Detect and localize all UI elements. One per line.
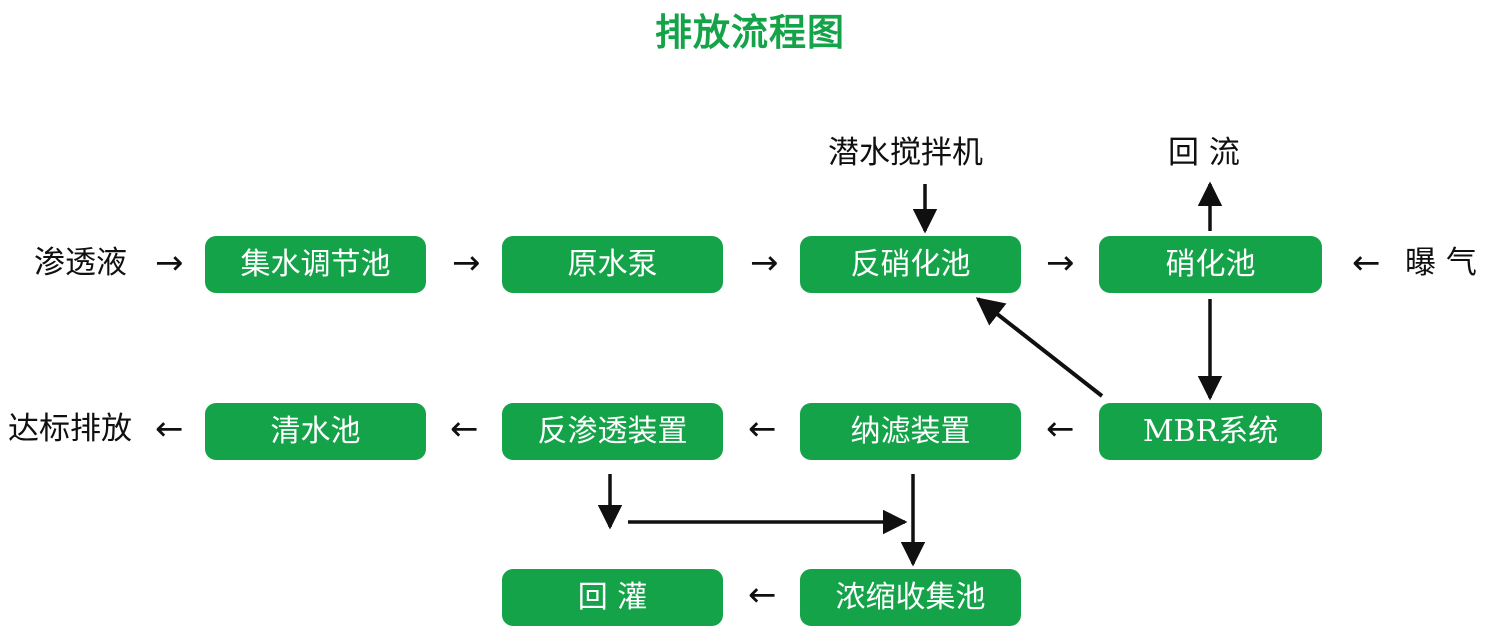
- edge-mbr-to-denitrification: [975, 297, 1104, 398]
- node-clean-water-tank[interactable]: 清水池: [205, 403, 426, 460]
- label-aeration: 曝 气: [1405, 245, 1477, 281]
- label-inflow: 渗透液: [34, 245, 127, 281]
- arrow-inflow-to-collection-tank: →: [155, 243, 184, 283]
- node-concentrate-collection-tank[interactable]: 浓缩收集池: [800, 569, 1021, 626]
- node-backfill[interactable]: 回 灌: [502, 569, 723, 626]
- arrow-concentrate-tank-to-backfill: ←: [748, 575, 777, 615]
- node-collection-tank[interactable]: 集水调节池: [205, 236, 426, 293]
- node-denitrification-tank[interactable]: 反硝化池: [800, 236, 1021, 293]
- arrow-raw-water-pump-to-denitrification-tank: →: [750, 243, 779, 283]
- node-raw-water-pump[interactable]: 原水泵: [502, 236, 723, 293]
- arrow-mbr-to-nanofiltration: ←: [1046, 409, 1075, 449]
- arrow-denitrification-to-nitrification: →: [1046, 243, 1075, 283]
- arrow-aeration-to-nitrification: ←: [1352, 243, 1381, 283]
- arrow-collection-tank-to-raw-water-pump: →: [452, 243, 481, 283]
- node-reverse-osmosis-unit[interactable]: 反渗透装置: [502, 403, 723, 460]
- node-mbr-system[interactable]: MBR系统: [1099, 403, 1322, 460]
- arrow-nanofiltration-to-ro: ←: [748, 409, 777, 449]
- node-nanofiltration-unit[interactable]: 纳滤装置: [800, 403, 1021, 460]
- page-title: 排放流程图: [655, 11, 845, 54]
- label-return-flow: 回 流: [1168, 135, 1240, 171]
- label-submersible-mixer: 潜水搅拌机: [828, 135, 983, 171]
- arrow-clean-water-tank-to-discharge: ←: [155, 409, 184, 449]
- node-nitrification-tank[interactable]: 硝化池: [1099, 236, 1322, 293]
- label-compliant-discharge: 达标排放: [8, 411, 132, 447]
- arrow-ro-to-clean-water-tank: ←: [450, 409, 479, 449]
